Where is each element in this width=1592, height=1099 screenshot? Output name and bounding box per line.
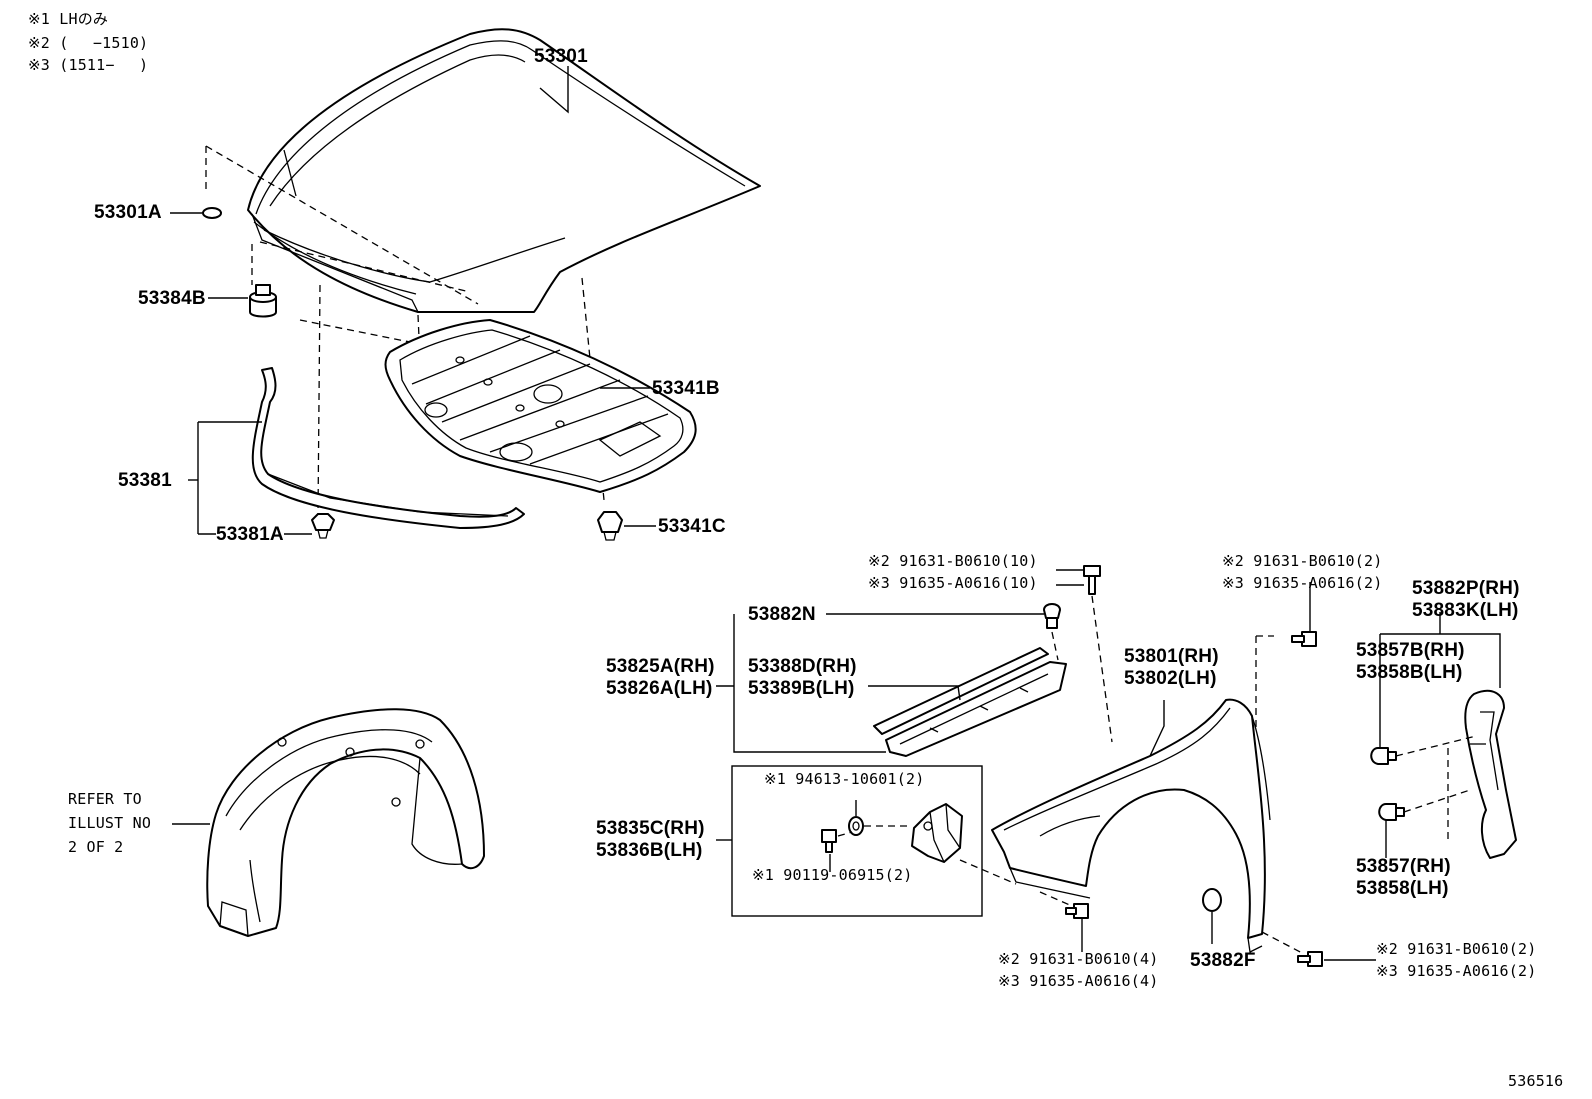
nut-94613[interactable] (848, 816, 864, 836)
note-3: ※3 (1511− ) (28, 56, 149, 74)
grommet-53882F[interactable] (1202, 888, 1222, 912)
label-53801[interactable]: 53801(RH) (1124, 646, 1219, 667)
label-53883K[interactable]: 53883K(LH) (1412, 600, 1519, 621)
bolt-right[interactable] (1297, 951, 1323, 967)
clip-53341C[interactable] (597, 511, 623, 541)
clip-53857[interactable] (1378, 803, 1405, 821)
label-94613[interactable]: ※1 94613-10601(2) (764, 770, 925, 788)
label-53802[interactable]: 53802(LH) (1124, 668, 1217, 689)
fender-seal-53882P[interactable] (1464, 689, 1517, 859)
clip-53882N[interactable] (1043, 603, 1061, 629)
label-53882P[interactable]: 53882P(RH) (1412, 578, 1520, 599)
label-53389B[interactable]: 53389B(LH) (748, 678, 855, 699)
label-bolt-low-b[interactable]: ※3 91635-A0616(4) (998, 972, 1159, 990)
note-1: ※1 LHのみ (28, 10, 109, 28)
label-53836B[interactable]: 53836B(LH) (596, 840, 703, 861)
clip-53857B[interactable] (1370, 747, 1397, 765)
cushion-53384B[interactable] (249, 284, 277, 318)
label-90119[interactable]: ※1 90119-06915(2) (752, 866, 913, 884)
label-53388D[interactable]: 53388D(RH) (748, 656, 857, 677)
refer-line-2: ILLUST NO (68, 814, 152, 832)
refer-line-3: 2 OF 2 (68, 838, 124, 856)
label-53826A[interactable]: 53826A(LH) (606, 678, 713, 699)
label-53341C[interactable]: 53341C (658, 516, 726, 537)
label-53858[interactable]: 53858(LH) (1356, 878, 1449, 899)
label-53857B[interactable]: 53857B(RH) (1356, 640, 1465, 661)
hood-seal-53381[interactable] (251, 367, 525, 529)
grommet-53301A[interactable] (202, 207, 222, 219)
fender-bracket-53835C[interactable] (911, 803, 963, 863)
label-53381A[interactable]: 53381A (216, 524, 284, 545)
label-53882F[interactable]: 53882F (1190, 950, 1256, 971)
label-53301[interactable]: 53301 (534, 46, 588, 67)
label-53882N[interactable]: 53882N (748, 604, 816, 625)
label-53857[interactable]: 53857(RH) (1356, 856, 1451, 877)
label-53381[interactable]: 53381 (118, 470, 172, 491)
fender-liner (206, 708, 485, 937)
label-53835C[interactable]: 53835C(RH) (596, 818, 705, 839)
label-bolt-mid-b[interactable]: ※3 91635-A0616(2) (1222, 574, 1383, 592)
label-bolt-mid-a[interactable]: ※2 91631-B0610(2) (1222, 552, 1383, 570)
figure-number: 536516 (1508, 1072, 1564, 1090)
bolt-top[interactable] (1083, 565, 1101, 595)
label-bolt-top-a[interactable]: ※2 91631-B0610(10) (868, 552, 1038, 570)
refer-line-1: REFER TO (68, 790, 142, 808)
bolt-lower[interactable] (1065, 903, 1089, 919)
cowl-seal-53388D[interactable] (873, 647, 1067, 757)
label-bolt-right-a[interactable]: ※2 91631-B0610(2) (1376, 940, 1537, 958)
label-bolt-top-b[interactable]: ※3 91635-A0616(10) (868, 574, 1038, 592)
clip-53381A[interactable] (311, 513, 335, 539)
label-53384B[interactable]: 53384B (138, 288, 206, 309)
hood-insulator-53341B[interactable] (384, 319, 697, 493)
front-fender-53801[interactable] (991, 698, 1271, 953)
note-2: ※2 ( −1510) (28, 34, 149, 52)
label-bolt-low-a[interactable]: ※2 91631-B0610(4) (998, 950, 1159, 968)
bracket-group-box (731, 765, 983, 917)
label-53301A[interactable]: 53301A (94, 202, 162, 223)
label-bolt-right-b[interactable]: ※3 91635-A0616(2) (1376, 962, 1537, 980)
label-53825A[interactable]: 53825A(RH) (606, 656, 715, 677)
hood-panel[interactable] (247, 28, 761, 313)
label-53858B[interactable]: 53858B(LH) (1356, 662, 1463, 683)
bolt-mid[interactable] (1291, 631, 1317, 647)
label-53341B[interactable]: 53341B (652, 378, 720, 399)
bolt-90119[interactable] (821, 829, 837, 853)
